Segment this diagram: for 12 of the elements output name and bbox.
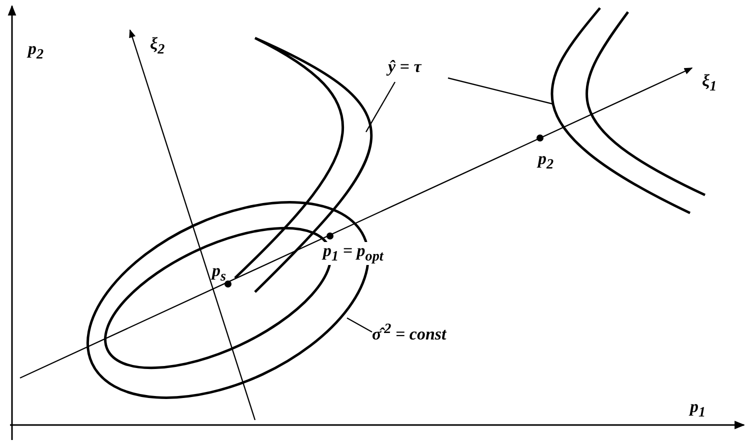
point-label: p$_{s}$ bbox=[212, 262, 226, 285]
leader-line bbox=[346, 317, 372, 333]
axis-label: p$_{2}$ bbox=[28, 40, 44, 63]
axis-label: ξ$_{2}$ bbox=[150, 35, 165, 58]
curve-label: σ̂$^{2}$ = const bbox=[372, 322, 446, 344]
leader-line bbox=[448, 77, 554, 105]
point-label: p$_{2}$ bbox=[538, 150, 554, 173]
axis-label: p$_{1}$ bbox=[690, 398, 706, 421]
curve-label: ŷ = τ bbox=[388, 58, 422, 77]
leader-line bbox=[365, 82, 396, 132]
axis-label: ξ$_{1}$ bbox=[702, 72, 717, 95]
point-label: p$_{1}$ = p$_{opt}$ bbox=[322, 242, 384, 265]
